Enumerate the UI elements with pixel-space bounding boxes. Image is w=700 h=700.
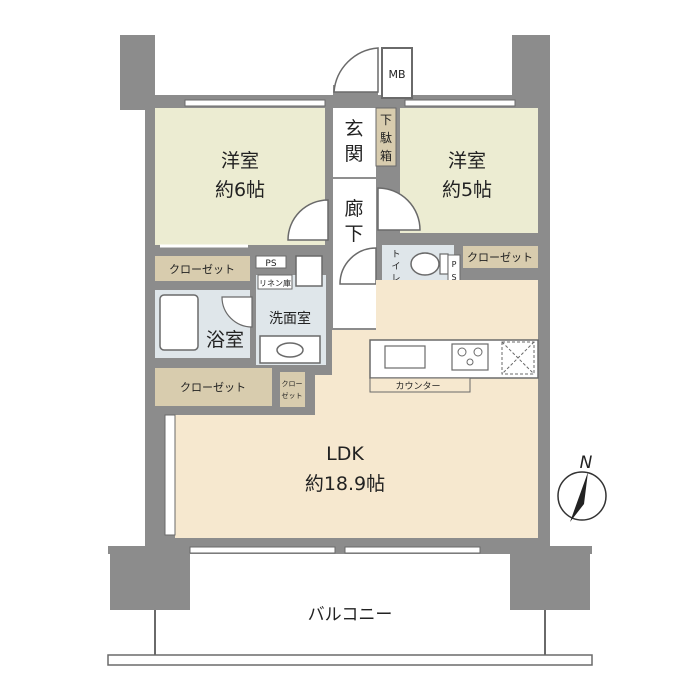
ps-left [255,255,287,269]
ldk-name: LDK [326,443,364,465]
bedroom-right-name: 洋室 [448,150,486,172]
washroom-label: 洗面室 [269,310,311,327]
burner-icon [457,347,467,357]
closet-left [155,256,250,281]
ps-right-label-1: P [452,260,457,269]
burner-icon [466,358,474,366]
corridor-label-2: 下 [344,223,363,245]
bedroom-left-size: 約6帖 [215,179,265,201]
toilet-bowl-icon [410,252,440,276]
washing-machine-icon [295,255,323,287]
shoe-label-1: 下 [380,113,392,127]
bathtub-icon [159,294,199,351]
linen-cupboard [257,274,293,290]
toilet-door-swing-icon [339,247,377,285]
closet-left-label: クローゼット [169,263,235,276]
toilet-tank-icon [439,253,449,275]
closet-small [280,372,305,407]
ps-left-label: PS [265,259,276,269]
ps-right-label-2: S [451,273,456,282]
closet-bottom [155,368,272,406]
counter-bar [369,377,471,393]
bedroom-right-door-swing-icon [377,187,421,231]
entrance-label-2: 関 [344,143,363,165]
washroom-door-swing-icon [221,296,253,328]
linen-label: リネン庫 [259,278,291,288]
sink-icon [276,342,304,358]
burner-icon [473,347,483,357]
pillar-top-left [120,35,155,110]
ldk-size: 約18.9帖 [305,473,385,495]
closet-right-label: クローゼット [467,251,533,264]
fridge-cross [501,341,535,375]
closet-right [463,246,538,268]
mb-box [381,47,413,99]
closet-small-label-2: ゼット [282,391,303,400]
kitchen-sink-icon [384,345,426,369]
shoe-label-2: 駄 [380,130,392,145]
closet-bottom-label: クローゼット [180,381,246,394]
windows [164,99,516,554]
compass: N [557,453,607,522]
entrance-label-1: 玄 [344,118,363,140]
stove-icon [451,343,489,371]
bedroom-right-size: 約5帖 [442,179,492,201]
kitchen: カウンター [369,339,539,393]
balcony-rail [107,654,593,666]
shoe-cupboard [375,107,397,167]
bedroom-right [400,108,538,233]
toilet-label-1: ト [391,250,400,260]
front-door-swing-icon [333,47,379,93]
compass-label: N [580,453,593,473]
pillar-bottom-right [510,548,590,610]
corridor-label-1: 廊 [344,198,363,220]
bath-label: 浴室 [206,329,244,351]
hallway [333,108,376,328]
shoe-label-3: 箱 [380,148,392,163]
bedroom-left-name: 洋室 [221,150,259,172]
mb-label: MB [388,68,405,81]
balcony-label: バルコニー [308,605,393,625]
pillar-bottom-left [110,548,190,610]
north-arrow-needle [570,472,588,522]
toilet-label-3: レ [391,274,400,284]
counter-label: カウンター [395,381,440,392]
closet-small-label-1: クロー [282,380,303,388]
bedroom-left-door-swing-icon [287,199,329,241]
pillar-top-right [512,35,550,110]
toilet-label-2: イ [391,262,400,272]
